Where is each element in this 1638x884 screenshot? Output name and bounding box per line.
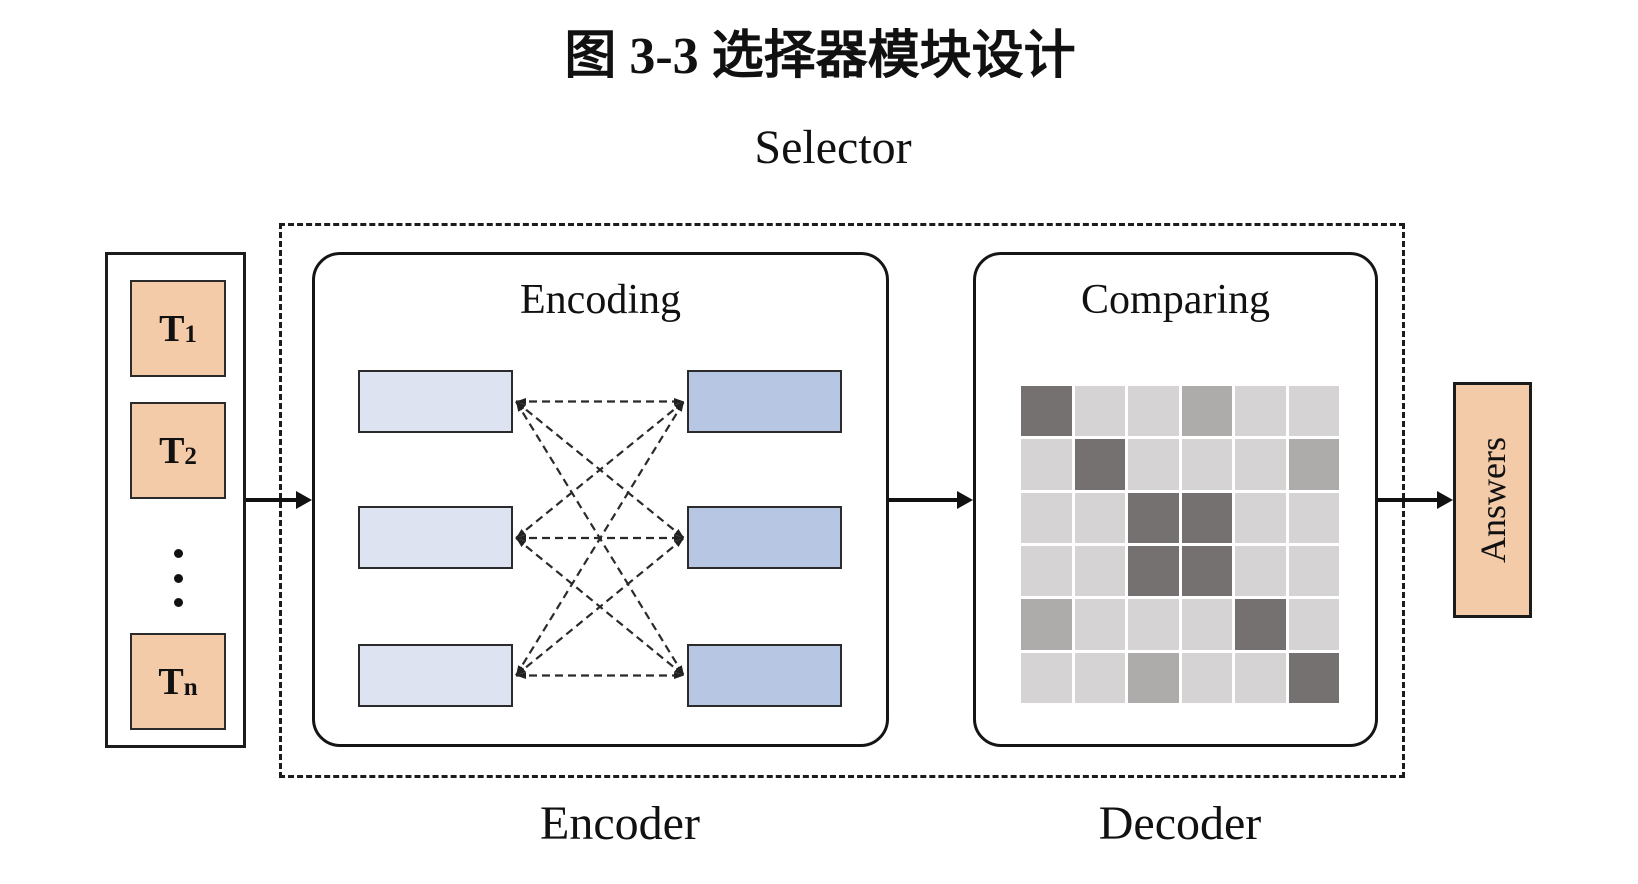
arrowhead-encoder-to-decoder	[957, 491, 973, 509]
figure-caption: 图 3-3 选择器模块设计	[564, 28, 1076, 85]
grid-cell	[1181, 386, 1232, 437]
attention-connections	[515, 398, 685, 679]
grid-cell	[1021, 599, 1072, 650]
similarity-grid	[1021, 386, 1339, 703]
grid-cell	[1128, 492, 1179, 543]
grid-cell	[1074, 492, 1125, 543]
encoder-input-rect-3	[358, 644, 513, 707]
grid-cell	[1288, 599, 1339, 650]
answers-label: Answers	[1472, 437, 1513, 563]
grid-cell	[1181, 439, 1232, 490]
decoder-box: Comparing	[973, 252, 1378, 747]
grid-cell	[1074, 386, 1125, 437]
selector-label: Selector	[754, 121, 912, 174]
grid-cell	[1074, 599, 1125, 650]
grid-cell	[1074, 545, 1125, 597]
grid-cell	[1021, 386, 1072, 437]
grid-cell	[1128, 545, 1179, 597]
encoder-output-rect-3	[687, 644, 842, 707]
encoder-output-rect-1	[687, 370, 842, 433]
answers-box: Answers	[1453, 382, 1532, 618]
grid-cell	[1021, 545, 1072, 597]
grid-cell	[1235, 492, 1286, 543]
grid-cell	[1288, 386, 1339, 437]
grid-cell	[1021, 439, 1072, 490]
grid-cell	[1128, 599, 1179, 650]
grid-cell	[1235, 386, 1286, 437]
arrow-decoder-to-answers	[1378, 498, 1437, 502]
encoder-input-rect-2	[358, 506, 513, 569]
grid-cell	[1181, 652, 1232, 703]
grid-cell	[1128, 386, 1179, 437]
grid-cell	[1128, 439, 1179, 490]
grid-cell	[1181, 599, 1232, 650]
token-label: T	[159, 307, 185, 350]
arrowhead-input-to-encoder	[296, 491, 312, 509]
token-subscript: 1	[184, 321, 197, 348]
grid-cell	[1235, 652, 1286, 703]
grid-cell	[1288, 439, 1339, 490]
encoder-box: Encoding	[312, 252, 889, 747]
grid-cell	[1074, 652, 1125, 703]
grid-cell	[1288, 492, 1339, 543]
grid-cell	[1235, 599, 1286, 650]
grid-cell	[1181, 492, 1232, 543]
grid-cell	[1288, 652, 1339, 703]
encoder-output-rect-2	[687, 506, 842, 569]
arrow-encoder-to-decoder	[889, 498, 957, 502]
vertical-ellipsis-icon	[174, 549, 183, 607]
grid-cell	[1074, 439, 1125, 490]
grid-cell	[1235, 439, 1286, 490]
token-subscript: n	[183, 674, 198, 701]
token-subscript: 2	[184, 443, 197, 470]
grid-cell	[1021, 652, 1072, 703]
encoding-title: Encoding	[520, 277, 681, 323]
grid-cell	[1021, 492, 1072, 543]
grid-cell	[1288, 545, 1339, 597]
token-label: T	[158, 660, 184, 703]
encoder-input-rect-1	[358, 370, 513, 433]
encoder-label: Encoder	[540, 797, 700, 850]
grid-cell	[1128, 652, 1179, 703]
comparing-title: Comparing	[1081, 277, 1270, 323]
grid-cell	[1235, 545, 1286, 597]
arrowhead-decoder-to-answers	[1437, 491, 1453, 509]
grid-cell	[1181, 545, 1232, 597]
token-label: T	[159, 429, 185, 472]
arrow-input-to-encoder	[246, 498, 296, 502]
decoder-label: Decoder	[1098, 797, 1262, 850]
